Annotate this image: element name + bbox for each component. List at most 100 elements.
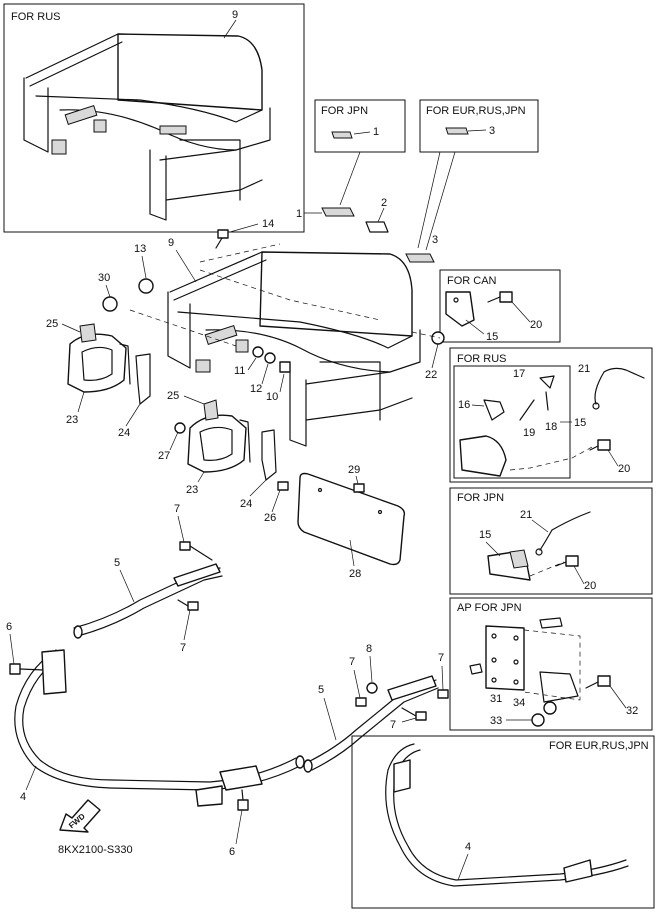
callout-24-lower: 24 [240,498,252,510]
brace-5-upper [73,563,223,639]
drawing-code: 8KX2100-S330 [58,844,133,856]
box-for-jpn-mid: FOR JPN 15 21 20 [449,487,653,595]
callout-20-can: 20 [530,319,542,331]
bolt-7-lower-a [355,697,367,707]
callout-19: 19 [523,427,535,439]
callout-28: 28 [349,568,361,580]
washer-12 [264,352,276,364]
nut-33 [531,713,545,727]
nut-10 [279,361,291,373]
bolt-6-left [9,663,45,675]
callout-5-lower: 5 [318,684,324,696]
callout-22: 22 [425,369,437,381]
callout-17: 17 [513,368,525,380]
callout-9-top: 9 [232,9,238,21]
front-guard-4 [14,649,305,807]
callout-32: 32 [626,705,638,717]
callout-23: 23 [66,414,78,426]
latch-16 [483,399,505,421]
pin-18 [545,391,549,411]
bracket-24-upper [135,353,151,405]
label-decal-1 [331,131,353,139]
callout-7-a: 7 [174,503,180,515]
side-cover-left-upper [67,323,151,405]
bolt-7-upper [179,541,213,561]
callout-15-rus: 15 [574,417,586,429]
hitch-bracket-can [445,291,475,327]
callout-27: 27 [158,450,170,462]
callout-24: 24 [118,427,130,439]
callout-30: 30 [98,272,110,284]
box-for-rus-mid: FOR RUS 16 17 18 19 15 21 20 [449,347,653,483]
spacer-34 [543,701,557,715]
callout-3: 3 [432,234,438,246]
callout-20-jpn: 20 [584,580,596,592]
bolt-26 [277,481,289,491]
callout-6-left: 6 [6,621,12,633]
box-for-jpn-label: FOR JPN 1 [314,99,406,153]
box-for-eur-rus-jpn-label: FOR EUR,RUS,JPN 3 [419,99,539,153]
box-title-for-eur-rus-jpn-bottom: FOR EUR,RUS,JPN [549,740,649,752]
callout-7-d: 7 [390,719,396,731]
callout-13: 13 [134,243,146,255]
hitch-plate-rus [459,435,507,477]
bolt-29 [353,483,365,493]
cable-21-rus [603,367,645,379]
washer-11 [252,346,264,358]
mount-plate-31 [485,625,525,691]
clip-17 [539,375,555,389]
callout-21-jpn: 21 [520,509,532,521]
grommet-13 [138,278,154,294]
callout-14: 14 [262,218,274,230]
box-title-ap-for-jpn: AP FOR JPN [457,602,522,614]
callout-31: 31 [490,693,502,705]
callout-15-jpn: 15 [479,529,491,541]
bolt-7-middle [177,599,199,611]
side-cover-left-lower [187,399,277,481]
callout-33: 33 [490,715,502,727]
decal-1 [321,207,355,217]
callout-10: 10 [266,391,278,403]
bolt-20-rus [597,439,611,451]
callout-4-eur: 4 [465,841,471,853]
bolt-6-bottom [237,789,249,811]
callout-16: 16 [458,399,470,411]
box-title-for-jpn-mid: FOR JPN [457,492,504,504]
callout-15-can: 15 [486,331,498,343]
callout-25-lower: 25 [167,390,179,402]
box-title-for-can: FOR CAN [447,275,497,287]
callout-1-box: 1 [373,126,379,138]
fwd-arrow: FWD [59,799,101,833]
nut-27 [174,422,186,434]
bolt-20-jpn [565,555,579,567]
callout-18: 18 [545,421,557,433]
bolt-7-lower-c [437,689,449,699]
callout-7-e: 7 [438,652,444,664]
callout-11: 11 [234,365,245,377]
box-for-eur-rus-jpn-bottom: FOR EUR,RUS,JPN 4 [351,735,655,909]
decal-3 [405,253,435,263]
plate-28 [297,472,406,566]
callout-29: 29 [348,464,360,476]
bolt-7-lower-b [401,707,427,721]
bolt-20-can [499,291,513,303]
box-for-rus-top: FOR RUS 9 [3,3,305,233]
callout-1: 1 [296,208,302,220]
box-title-for-jpn-label: FOR JPN [321,105,368,117]
brace-5-lower [303,675,439,773]
bolt-14 [215,229,229,249]
pin-19 [519,399,535,421]
callout-25: 25 [46,318,58,330]
decal-2 [365,221,389,233]
cargo-rack-rus [23,33,271,221]
callout-3-box: 3 [489,125,495,137]
callout-12: 12 [250,383,262,395]
callout-7-c: 7 [349,656,355,668]
nut-8 [366,682,378,694]
plate-34 [539,671,579,703]
nut-22 [431,331,445,345]
bracket-24-lower [261,429,277,481]
callout-2: 2 [381,197,387,209]
callout-8: 8 [366,643,372,655]
